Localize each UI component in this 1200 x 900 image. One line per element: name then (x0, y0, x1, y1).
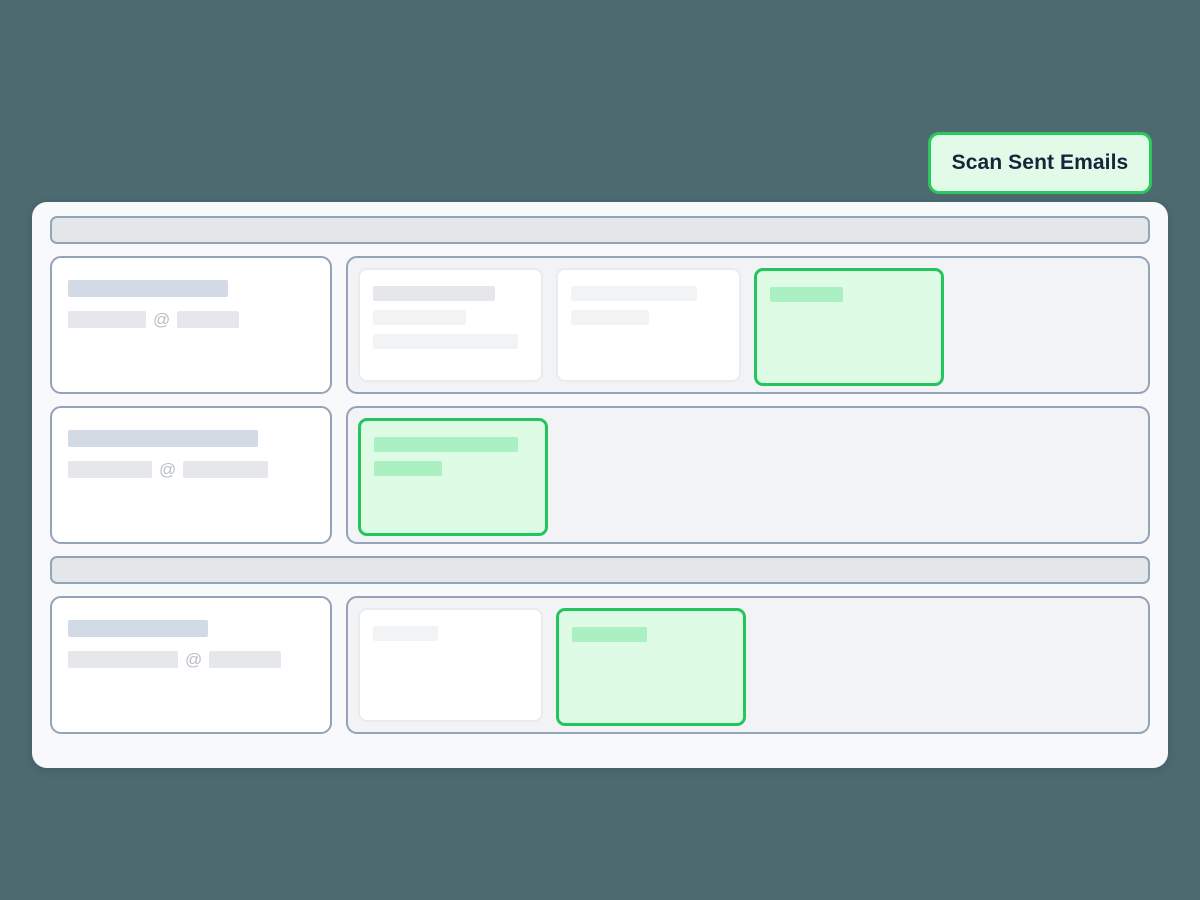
contact-email-line: @ (68, 461, 314, 478)
section-header-bar (50, 216, 1150, 244)
thread-text-placeholder (770, 287, 843, 302)
section-header-bar (50, 556, 1150, 584)
panel-body: @ @ @ (46, 216, 1154, 734)
email-user-placeholder (68, 651, 178, 668)
contacts-panel: @ @ @ (32, 202, 1168, 768)
at-symbol-icon: @ (153, 310, 171, 329)
email-user-placeholder (68, 311, 146, 328)
thread-text-placeholder (571, 310, 649, 325)
thread-card[interactable] (358, 268, 543, 382)
thread-card[interactable] (358, 608, 543, 722)
contact-name-placeholder (68, 430, 258, 447)
scan-sent-emails-button-wrap: Scan Sent Emails (928, 132, 1152, 194)
email-domain-placeholder (209, 651, 282, 668)
thread-card-matched[interactable] (358, 418, 548, 536)
thread-card[interactable] (556, 268, 741, 382)
scan-sent-emails-button[interactable]: Scan Sent Emails (928, 132, 1152, 194)
thread-text-placeholder (373, 310, 466, 325)
contact-row: @ (50, 406, 1150, 544)
thread-text-placeholder (373, 286, 495, 301)
thread-text-placeholder (374, 437, 518, 452)
at-symbol-icon: @ (185, 650, 203, 669)
thread-list (346, 596, 1150, 734)
email-user-placeholder (68, 461, 152, 478)
contact-name-placeholder (68, 280, 228, 297)
contact-name-placeholder (68, 620, 208, 637)
contact-row: @ (50, 256, 1150, 394)
thread-text-placeholder (571, 286, 697, 301)
at-symbol-icon: @ (159, 460, 177, 479)
contact-email-line: @ (68, 651, 314, 668)
thread-text-placeholder (572, 627, 647, 642)
contact-card[interactable]: @ (50, 256, 332, 394)
contact-card[interactable]: @ (50, 596, 332, 734)
contact-email-line: @ (68, 311, 314, 328)
email-domain-placeholder (177, 311, 240, 328)
thread-list (346, 406, 1150, 544)
contact-row: @ (50, 596, 1150, 734)
contact-card[interactable]: @ (50, 406, 332, 544)
thread-text-placeholder (373, 626, 438, 641)
thread-list (346, 256, 1150, 394)
email-domain-placeholder (183, 461, 269, 478)
thread-card-matched[interactable] (556, 608, 746, 726)
thread-text-placeholder (374, 461, 442, 476)
thread-card-matched[interactable] (754, 268, 944, 386)
thread-text-placeholder (373, 334, 518, 349)
